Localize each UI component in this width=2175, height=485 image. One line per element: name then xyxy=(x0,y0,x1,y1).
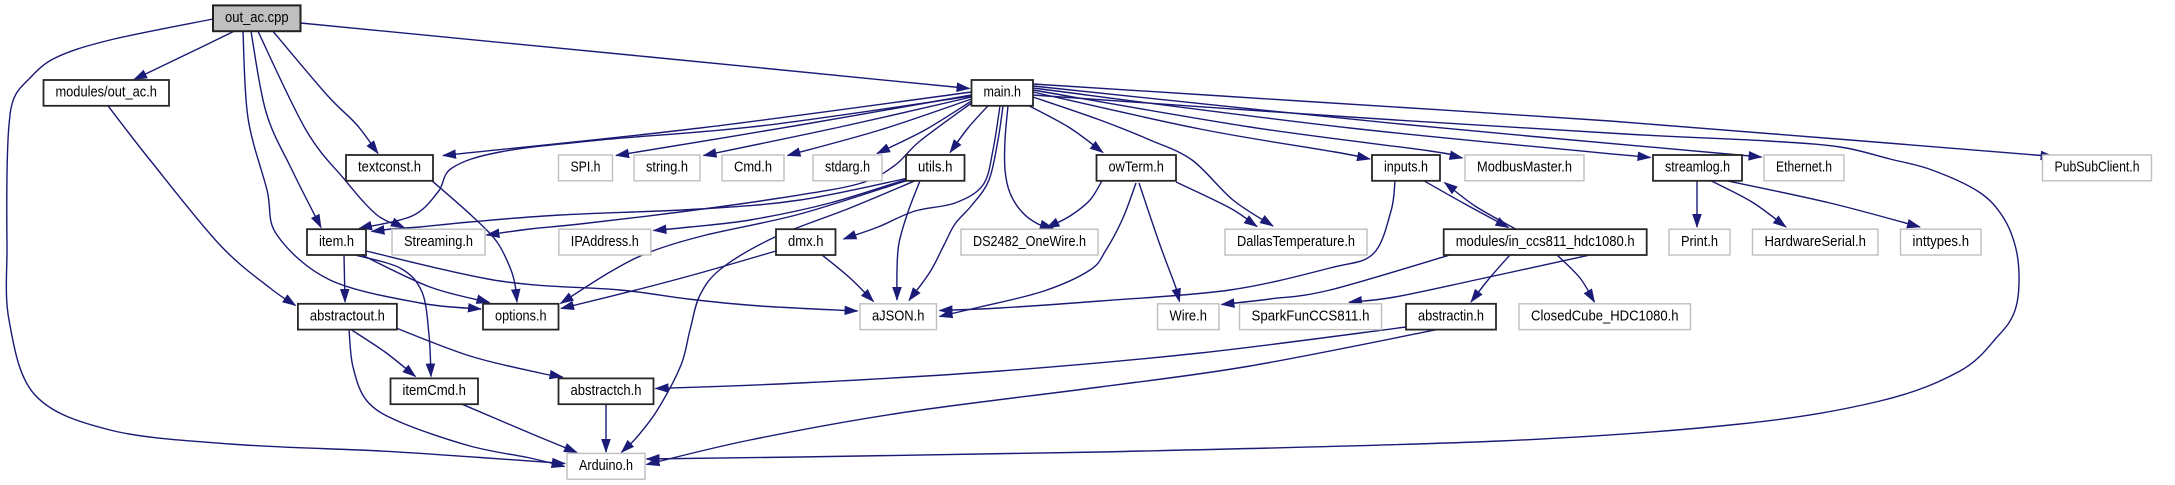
svg-text:modules/out_ac.h: modules/out_ac.h xyxy=(55,84,157,101)
svg-text:SparkFunCCS811.h: SparkFunCCS811.h xyxy=(1252,307,1370,324)
svg-text:modules/in_ccs811_hdc1080.h: modules/in_ccs811_hdc1080.h xyxy=(1456,233,1635,250)
svg-text:textconst.h: textconst.h xyxy=(358,159,421,176)
svg-text:PubSubClient.h: PubSubClient.h xyxy=(2055,159,2140,176)
svg-text:itemCmd.h: itemCmd.h xyxy=(402,382,466,399)
svg-text:inttypes.h: inttypes.h xyxy=(1913,233,1970,250)
svg-text:inputs.h: inputs.h xyxy=(1384,159,1428,176)
svg-text:owTerm.h: owTerm.h xyxy=(1108,159,1164,176)
svg-text:utils.h: utils.h xyxy=(918,159,953,176)
svg-text:streamlog.h: streamlog.h xyxy=(1665,159,1730,176)
svg-text:DallasTemperature.h: DallasTemperature.h xyxy=(1237,233,1355,250)
svg-text:out_ac.cpp: out_ac.cpp xyxy=(225,9,289,26)
svg-text:IPAddress.h: IPAddress.h xyxy=(571,233,639,250)
svg-text:abstractin.h: abstractin.h xyxy=(1418,307,1484,324)
svg-text:Ethernet.h: Ethernet.h xyxy=(1776,159,1832,176)
svg-text:Cmd.h: Cmd.h xyxy=(734,159,772,176)
svg-text:ClosedCube_HDC1080.h: ClosedCube_HDC1080.h xyxy=(1531,307,1679,324)
svg-text:abstractout.h: abstractout.h xyxy=(310,307,385,324)
svg-text:Streaming.h: Streaming.h xyxy=(404,233,473,250)
svg-text:item.h: item.h xyxy=(319,233,354,250)
svg-text:string.h: string.h xyxy=(646,159,688,176)
svg-text:dmx.h: dmx.h xyxy=(788,233,824,250)
svg-text:Print.h: Print.h xyxy=(1681,233,1718,250)
svg-text:HardwareSerial.h: HardwareSerial.h xyxy=(1764,233,1866,250)
svg-text:main.h: main.h xyxy=(983,84,1021,101)
svg-text:abstractch.h: abstractch.h xyxy=(571,382,642,399)
svg-text:ModbusMaster.h: ModbusMaster.h xyxy=(1477,159,1572,176)
svg-text:options.h: options.h xyxy=(495,307,547,324)
svg-text:stdarg.h: stdarg.h xyxy=(825,159,870,176)
svg-text:Arduino.h: Arduino.h xyxy=(579,457,633,474)
svg-text:SPI.h: SPI.h xyxy=(571,159,601,176)
svg-text:DS2482_OneWire.h: DS2482_OneWire.h xyxy=(973,233,1086,250)
svg-text:Wire.h: Wire.h xyxy=(1169,307,1207,324)
svg-text:aJSON.h: aJSON.h xyxy=(872,307,925,324)
